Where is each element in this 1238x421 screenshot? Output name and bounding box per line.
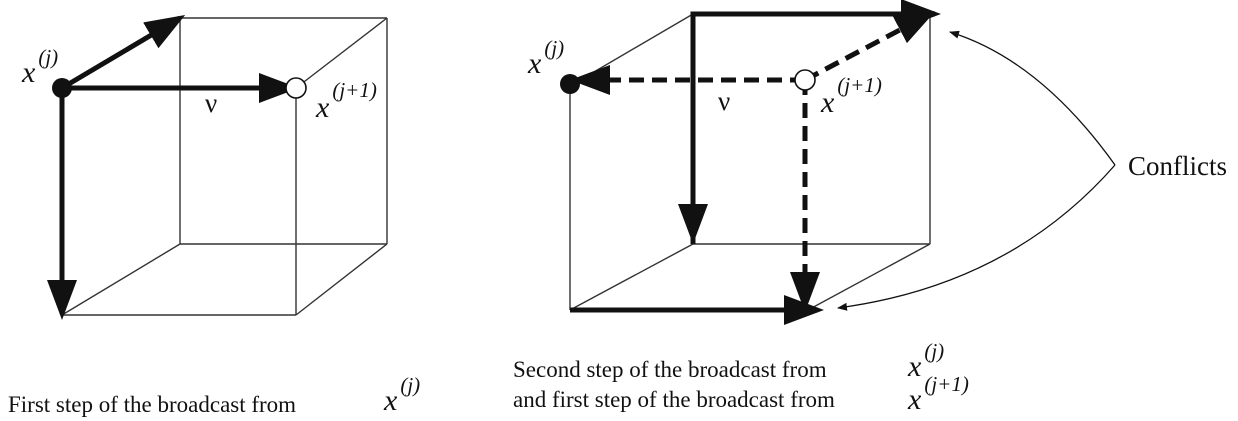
right-caption-line1: Second step of the broadcast from [513, 357, 827, 382]
right-caption-line1-var: x(j) [907, 339, 944, 383]
right-caption: Second step of the broadcast from x(j) a… [513, 339, 969, 416]
right-edge-label: ν [718, 86, 730, 116]
left-target-node [285, 77, 307, 99]
left-cube-edge [295, 243, 388, 316]
left-cube: x(j) ν x(j+1) [21, 14, 388, 320]
right-source-label: x(j) [527, 36, 564, 80]
right-dashed-arrow-up [803, 11, 936, 83]
left-caption-text: First step of the broadcast from [8, 392, 296, 417]
conflicts-label: Conflicts [1128, 151, 1227, 181]
right-target-node [794, 69, 816, 91]
right-caption-line2-var: x(j+1) [907, 372, 969, 416]
right-source-node [560, 74, 580, 94]
left-cube-edge [295, 17, 388, 89]
left-source-node [52, 78, 72, 98]
conflicts-pointer-upper [949, 30, 1116, 166]
left-edge-label: ν [205, 88, 217, 118]
right-cube-edge [569, 13, 694, 87]
right-cube: x(j) ν x(j+1) Conflicts [527, 0, 1227, 325]
right-target-label: x(j+1) [820, 73, 882, 119]
left-arrow-to-back [60, 14, 186, 91]
right-cube-edge [807, 243, 931, 311]
right-caption-line2: and first step of the broadcast from [513, 387, 835, 412]
right-cube-edge [569, 243, 694, 311]
left-cube-edge [61, 243, 181, 316]
left-caption-var: x(j) [383, 373, 420, 417]
right-arrow-top-path [690, 0, 941, 244]
conflicts-pointer-lower [837, 164, 1116, 311]
left-source-label: x(j) [21, 45, 58, 89]
left-target-label: x(j+1) [315, 78, 377, 124]
left-caption: First step of the broadcast from x(j) [8, 373, 420, 417]
